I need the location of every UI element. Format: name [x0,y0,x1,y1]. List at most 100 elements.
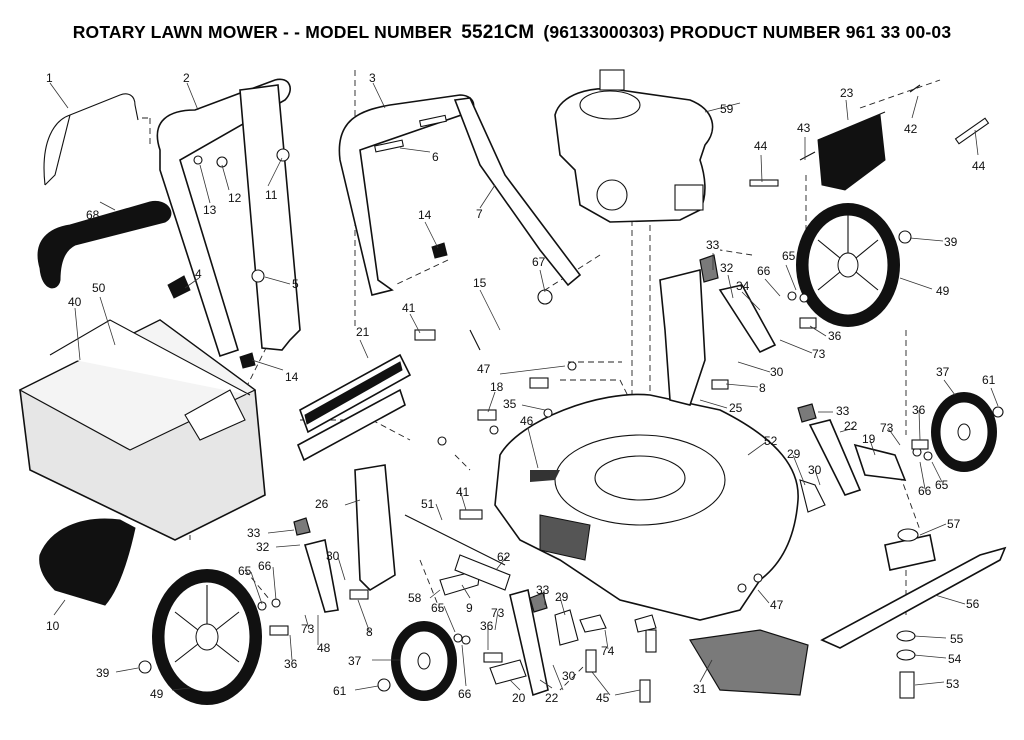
callout-43: 43 [797,121,811,135]
front-wheel-left [391,621,457,701]
leader-lines [49,82,999,696]
callout-21: 21 [356,325,370,339]
control-bail [43,93,139,186]
page-title: ROTARY LAWN MOWER - - MODEL NUMBER 5521C… [0,22,1024,44]
callout-19: 19 [862,432,876,446]
callout-36d: 36 [480,619,494,633]
title-prefix: ROTARY LAWN MOWER - - MODEL NUMBER [72,22,453,42]
callout-58: 58 [408,591,422,605]
callout-49b: 49 [150,687,164,701]
callout-37a: 37 [936,365,950,379]
callout-33c: 33 [247,526,261,540]
hinge-rod [296,353,412,462]
callout-32a: 32 [720,261,734,275]
callout-61a: 61 [982,373,996,387]
callout-4: 4 [195,267,202,281]
callout-66a: 66 [757,264,771,278]
callout-61b: 61 [333,684,347,698]
callout-36c: 36 [284,657,298,671]
callout-33a: 33 [706,238,720,252]
callout-52: 52 [764,434,778,448]
callout-25: 25 [729,401,743,415]
callout-9: 9 [466,601,473,615]
callout-65c: 65 [238,564,252,578]
callout-30c: 30 [326,549,340,563]
callout-6: 6 [432,150,439,164]
callout-40: 40 [68,295,82,309]
callout-37b: 37 [348,654,362,668]
callout-68: 68 [86,208,100,222]
callout-26: 26 [315,497,329,511]
grass-catcher [18,319,266,541]
callout-39a: 39 [944,235,958,249]
callout-57: 57 [947,517,961,531]
callout-labels: 1 2 3 4 5 6 7 8 8 9 10 11 12 13 14 14 15… [46,71,996,705]
callout-7: 7 [476,207,483,221]
callout-65a: 65 [782,249,796,263]
callout-29b: 29 [555,590,569,604]
callout-44b: 44 [972,159,986,173]
callout-30a: 30 [770,365,784,379]
callout-65d: 65 [431,601,445,615]
callout-35: 35 [503,397,517,411]
callout-66d: 66 [458,687,472,701]
callout-73a: 73 [812,347,826,361]
callout-42: 42 [904,122,918,136]
callout-30b: 30 [808,463,822,477]
callout-54: 54 [948,652,962,666]
mulch-plug [689,629,809,696]
engine [554,69,714,223]
callout-29a: 29 [787,447,801,461]
blade-assembly [820,528,1007,699]
callout-36a: 36 [828,329,842,343]
callout-45: 45 [596,691,610,705]
callout-51: 51 [421,497,435,511]
hardware-fasteners [138,84,1004,703]
callout-13: 13 [203,203,217,217]
callout-74: 74 [601,644,615,658]
callout-47b: 47 [770,598,784,612]
upper-handle [156,78,301,358]
callout-44a: 44 [754,139,768,153]
callout-47a: 47 [477,362,491,376]
callout-20: 20 [512,691,526,705]
callout-49a: 49 [936,284,950,298]
callout-2: 2 [183,71,190,85]
callout-59: 59 [720,102,734,116]
callout-66c: 66 [258,559,272,573]
callout-73c: 73 [301,622,315,636]
callout-12: 12 [228,191,242,205]
model-number: 5521CM [461,22,535,43]
front-wheel-right [931,392,997,472]
callout-73b: 73 [880,421,894,435]
callout-11: 11 [265,188,278,202]
callout-33b: 33 [836,404,850,418]
callout-1: 1 [46,71,53,85]
callout-8b: 8 [366,625,373,639]
callout-14b: 14 [285,370,299,384]
callout-36b: 36 [912,403,926,417]
callout-22b: 22 [545,691,559,705]
axle-components [404,514,511,596]
callout-31: 31 [693,682,707,696]
callout-50: 50 [92,281,106,295]
callout-41a: 41 [402,301,416,315]
middle-handle [338,94,582,296]
callout-39b: 39 [96,666,110,680]
handle-bolts [374,114,447,153]
callout-5: 5 [292,277,299,291]
handle-grip [37,200,172,289]
callout-10: 10 [46,619,60,633]
callout-8a: 8 [759,381,766,395]
adjuster-knobs [293,254,817,613]
callout-18: 18 [490,380,504,394]
callout-14a: 14 [418,208,432,222]
callout-55: 55 [950,632,964,646]
discharge-door [817,114,886,191]
callout-48: 48 [317,641,331,655]
rear-wheel-left [152,569,262,705]
rear-deflector [39,518,136,606]
callout-30d: 30 [562,669,576,683]
callout-66b: 66 [918,484,932,498]
